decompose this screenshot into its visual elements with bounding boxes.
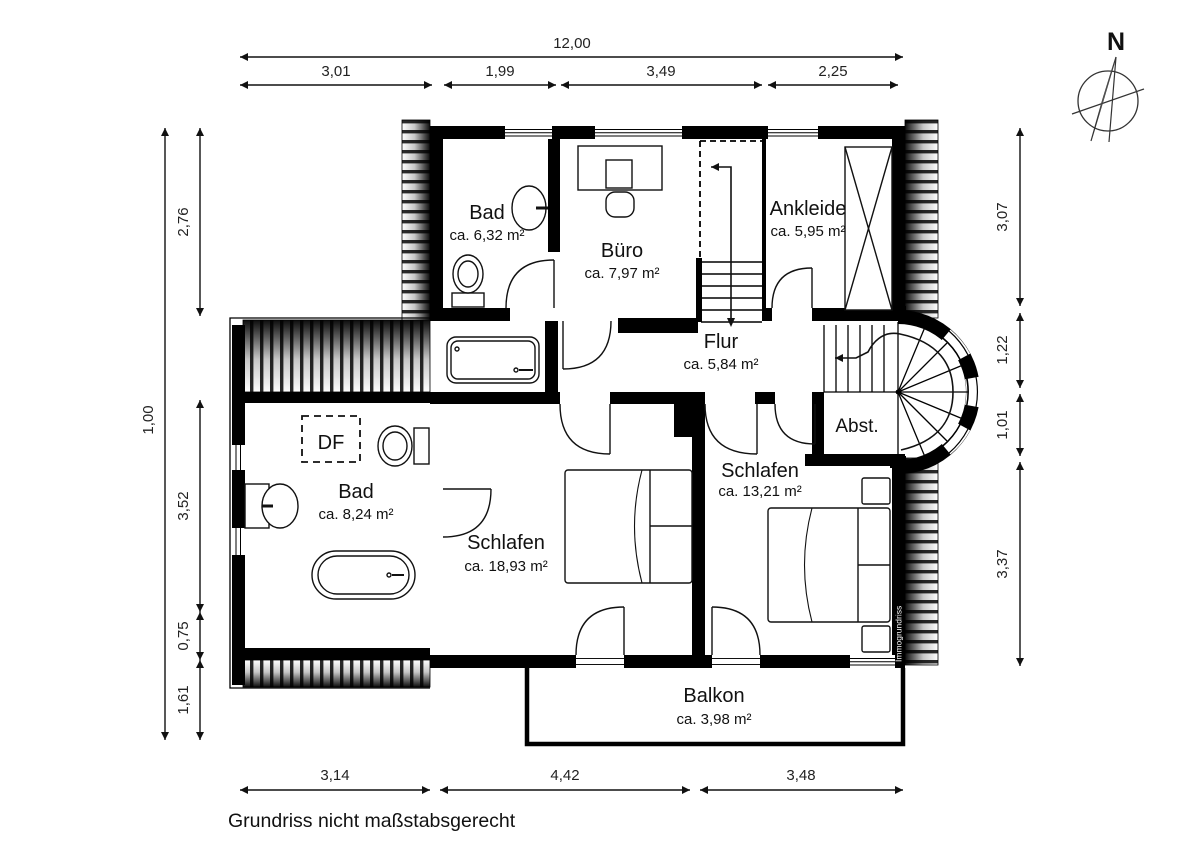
window-wing-west-1: [232, 445, 245, 470]
door-bad-wing: [442, 488, 492, 538]
roof-window-box: [301, 415, 361, 463]
dim-top-4: 2,25: [818, 63, 847, 80]
room-area-schlafen-2: ca. 13,21 m²: [718, 483, 801, 500]
room-label-ankleide: Ankleide: [770, 198, 847, 220]
north-compass-icon: N: [1071, 28, 1145, 143]
dim-left-3: 0,75: [175, 621, 192, 650]
desk-icon: [577, 145, 663, 218]
door-abstellraum: [774, 403, 816, 445]
room-labels: Bad ca. 6,32 m² Büro ca. 7,97 m² Ankleid…: [318, 198, 879, 728]
door-schlafen-2: [704, 403, 758, 455]
toilet-icon-wing: [377, 425, 430, 467]
north-label: N: [1107, 28, 1125, 56]
bathtub-icon-top: [446, 336, 540, 384]
doors: [442, 259, 816, 665]
room-area-flur: ca. 5,84 m²: [683, 356, 758, 373]
window-wing-west-2: [232, 528, 245, 555]
room-area-bad-wing: ca. 8,24 m²: [318, 506, 393, 523]
door-buero: [562, 320, 612, 370]
door-schlafen-1: [559, 403, 611, 455]
balcony-door-1: [575, 606, 625, 665]
dim-top-1: 3,01: [321, 63, 350, 80]
dim-right-3: 1,01: [994, 410, 1011, 439]
roof-window-label: DF: [318, 432, 345, 454]
toilet-icon-top: [451, 254, 485, 308]
dim-left-1: 2,76: [175, 207, 192, 236]
room-label-schlafen-2: Schlafen: [721, 460, 799, 482]
room-area-ankleide: ca. 5,95 m²: [770, 223, 845, 240]
dimension-labels: 12,00 3,01 1,99 3,49 2,25 1,00 2,76 3,52…: [140, 35, 1011, 784]
watermark-text: Immogrundriss: [894, 606, 904, 662]
window-bad-top: [505, 126, 552, 139]
dim-left-2: 3,52: [175, 491, 192, 520]
room-area-buero: ca. 7,97 m²: [584, 265, 659, 282]
dim-bottom-1: 3,14: [320, 767, 349, 784]
attic-stair-arrow: [711, 163, 732, 324]
roof-hatch-wing-top: [242, 319, 431, 393]
window-schlafen2-south: [850, 655, 895, 668]
window-buero: [595, 126, 682, 139]
stair-direction-arrow: [835, 332, 954, 451]
roof-hatch-wing-bottom: [242, 659, 431, 688]
dim-right-1: 3,07: [994, 202, 1011, 231]
door-bad-top: [505, 259, 555, 309]
dim-top-3: 3,49: [646, 63, 675, 80]
attic-staircase: [696, 140, 766, 327]
room-label-bad-wing: Bad: [338, 481, 374, 503]
dim-bottom-2: 4,42: [550, 767, 579, 784]
wardrobe-icon: [844, 146, 893, 311]
room-label-balkon: Balkon: [683, 685, 744, 707]
dimension-chains: [161, 53, 1024, 794]
room-label-buero: Büro: [601, 240, 643, 262]
roof-hatch-right-lower: [904, 457, 939, 666]
room-label-bad-top: Bad: [469, 202, 505, 224]
dim-bottom-3: 3,48: [786, 767, 815, 784]
dim-top-2: 1,99: [485, 63, 514, 80]
dim-right-4: 3,37: [994, 549, 1011, 578]
room-area-schlafen-1: ca. 18,93 m²: [464, 558, 547, 575]
bathtub-icon-wing: [311, 550, 416, 600]
bed-icon-schlafen-1: [564, 469, 693, 584]
room-area-bad-top: ca. 6,32 m²: [449, 227, 524, 244]
bed-icon-schlafen-2: [767, 477, 891, 653]
room-label-flur: Flur: [704, 331, 739, 353]
sink-icon-wing: [244, 483, 299, 529]
dim-right-2: 1,22: [994, 335, 1011, 364]
windows: [232, 126, 895, 668]
dim-left-4: 1,61: [175, 685, 192, 714]
caption-text: Grundriss nicht maßstabsgerecht: [228, 810, 516, 832]
spiral-staircase: [823, 310, 981, 474]
room-label-schlafen-1: Schlafen: [467, 532, 545, 554]
balcony-door-2: [711, 606, 761, 665]
balcony-outline: [524, 668, 906, 747]
window-ankleide: [768, 126, 818, 139]
wing-outline: [229, 317, 430, 689]
roof-hatch-left: [401, 119, 431, 322]
sink-icon-top: [511, 185, 548, 231]
roof-hatch-right-upper: [904, 119, 939, 319]
room-label-abstellraum: Abst.: [835, 416, 878, 437]
fixtures: [244, 145, 893, 653]
dim-top-total: 12,00: [553, 35, 591, 52]
door-ankleide: [771, 267, 813, 309]
dim-left-total: 1,00: [140, 405, 157, 434]
room-area-balkon: ca. 3,98 m²: [676, 711, 751, 728]
